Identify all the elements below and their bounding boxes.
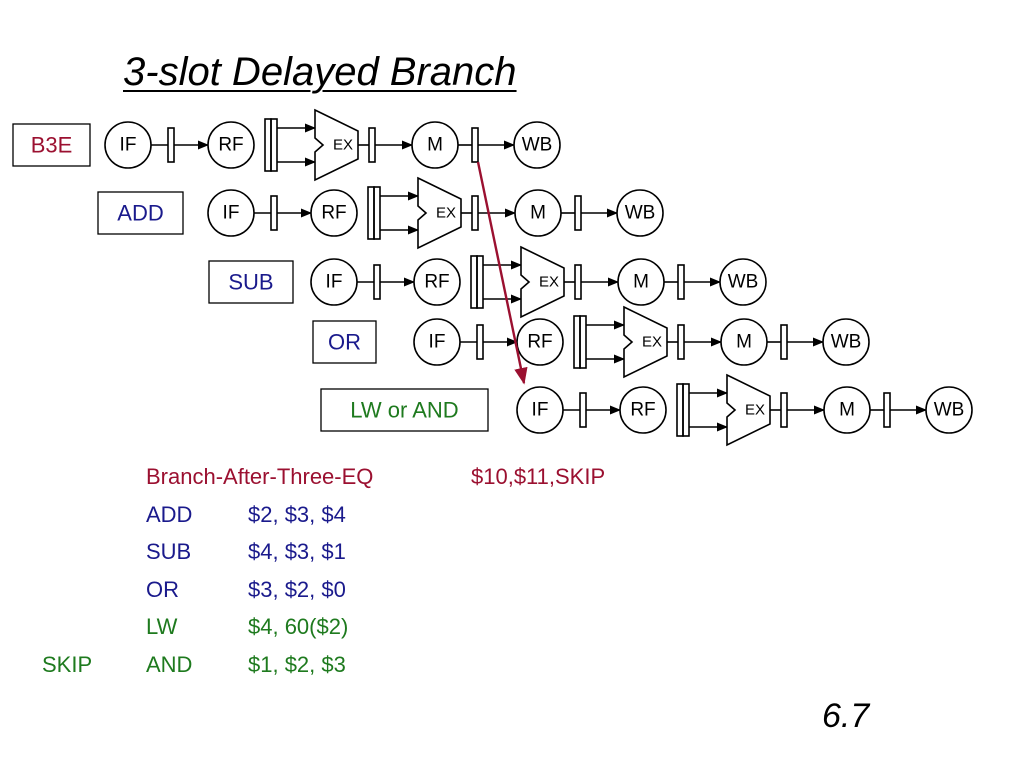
pipeline-latch [780,392,788,428]
pipeline-row: SUB IF RF EX M WB [208,245,767,319]
stage-m-label: M [839,400,855,421]
code-mnemonic: Branch-After-Three-EQ [146,464,374,489]
pipeline-latch [373,186,381,240]
stage-m-label: M [427,135,443,156]
stage-if-label: IF [326,272,343,293]
slide-number: 6.7 [822,697,870,735]
instruction-label: ADD [117,201,163,226]
stage-wb-label: WB [625,203,656,224]
stage-ex-alu [623,305,668,379]
stage-wb [719,258,767,306]
pipeline-latch [573,315,581,369]
stage-rf-label: RF [424,272,449,293]
pipeline-latch [579,315,587,369]
pipeline-latch [883,392,891,428]
stage-if-label: IF [120,135,137,156]
instruction-label-box [12,123,91,167]
instruction-label: LW or AND [350,398,458,423]
pipeline-latch [579,392,587,428]
code-operands: $1, $2, $3 [248,652,346,677]
stage-rf [516,318,564,366]
code-operands: $3, $2, $0 [248,576,346,602]
stage-ex-alu [726,373,771,447]
pipeline-row: ADD IF RF EX M WB [97,176,664,250]
stage-ex-alu [520,245,565,319]
instruction-label: SUB [228,270,273,295]
stage-wb [616,189,664,237]
branch-target-arrow [476,161,528,385]
stage-rf [310,189,358,237]
stage-m-label: M [530,203,546,224]
instruction-label: B3E [31,133,73,158]
instruction-label: OR [328,330,361,355]
stage-m-label: M [736,332,752,353]
stage-m-label: M [633,272,649,293]
stage-rf-label: RF [527,332,552,353]
instruction-label-box [208,260,294,304]
pipeline-latch [476,255,484,309]
code-mnemonic: LW [146,614,178,640]
slide-title: 3-slot Delayed Branch [123,50,517,94]
instruction-label-box [97,191,184,235]
pipeline-latch [373,264,381,300]
code-operands: $4, $3, $1 [248,539,346,565]
pipeline-latch [574,264,582,300]
pipeline-latch [270,118,278,172]
stage-ex-alu [417,176,462,250]
stage-ex-alu [314,108,359,182]
code-mnemonic: OR [146,576,179,602]
code-mnemonic: SUB [146,539,192,565]
stage-if-label: IF [223,203,240,224]
code-label: SKIP [42,652,93,677]
stage-ex-label: EX [436,205,456,222]
stage-ex-label: EX [745,402,765,419]
pipeline-latch [264,118,272,172]
stage-rf-label: RF [630,400,655,421]
pipeline-latch [367,186,375,240]
stage-rf-label: RF [321,203,346,224]
pipeline-row: B3E IF RF EX M WB [12,108,561,182]
pipeline-latch [682,383,690,437]
code-operands: $10,$11,SKIP [471,464,606,489]
stage-rf [413,258,461,306]
pipeline-latch [676,383,684,437]
pipeline-latch [470,255,478,309]
stage-ex-label: EX [642,334,662,351]
pipeline-latch [471,195,479,231]
stage-wb [925,386,973,434]
stage-wb-label: WB [831,332,862,353]
pipeline-latch [780,324,788,360]
stage-wb-label: WB [934,400,965,421]
pipeline-latch [476,324,484,360]
stage-ex-label: EX [539,274,559,291]
stage-rf-label: RF [218,135,243,156]
code-mnemonic: AND [146,652,193,677]
stage-wb-label: WB [728,272,759,293]
pipeline-latch [574,195,582,231]
code-operands: $2, $3, $4 [248,501,346,527]
pipeline-latch [270,195,278,231]
stage-wb [513,121,561,169]
pipeline-latch [471,127,479,163]
stage-if-label: IF [429,332,446,353]
pipeline-row: LW or AND IF RF EX M WB [320,373,973,447]
stage-rf [619,386,667,434]
pipeline-latch [167,127,175,163]
stage-if-label: IF [532,400,549,421]
stage-wb-label: WB [522,135,553,156]
instruction-label-box [320,388,489,432]
stage-ex-label: EX [333,137,353,154]
stage-rf [207,121,255,169]
pipeline-latch [677,264,685,300]
stage-wb [822,318,870,366]
pipeline-latch [368,127,376,163]
pipeline-latch [677,324,685,360]
code-operands: $4, 60($2) [248,614,349,640]
instruction-label-box [312,320,377,364]
pipeline-row: OR IF RF EX M WB [312,305,870,379]
code-mnemonic: ADD [146,501,193,527]
